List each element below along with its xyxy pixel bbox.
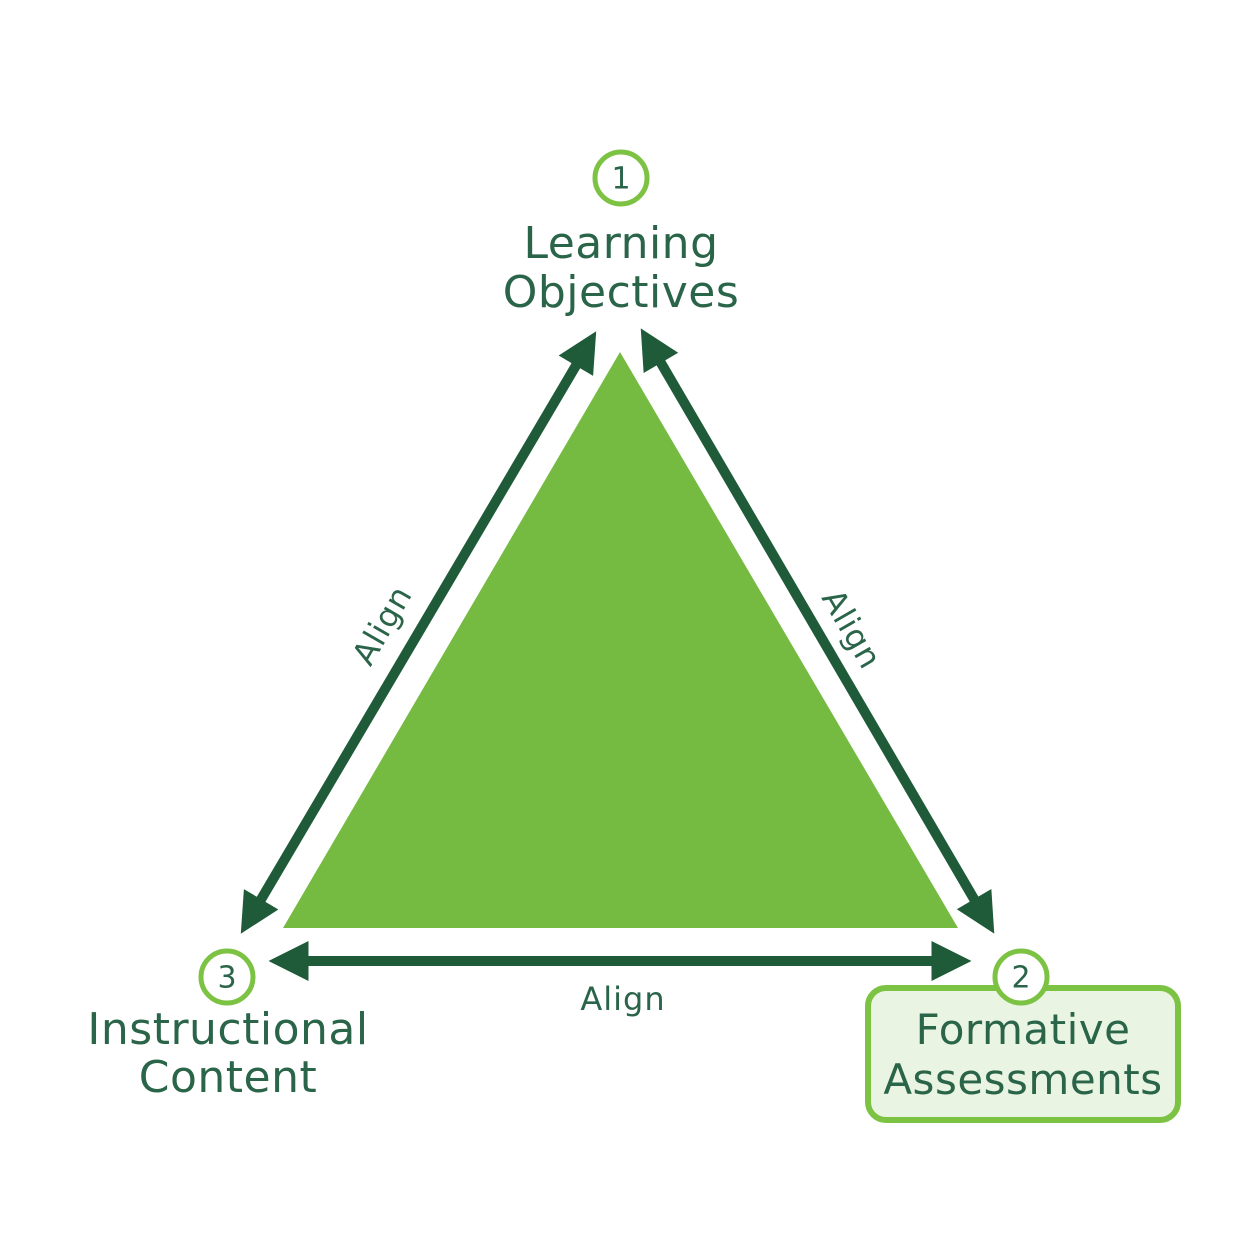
node-1-number-circle [592, 149, 650, 207]
node-3-label-line2: Content [139, 1052, 318, 1103]
node-3-number-circle [198, 948, 256, 1006]
node-2-number: 2 [1011, 961, 1030, 996]
node-2-label-line1: Formative [916, 1005, 1131, 1054]
node-3-number: 3 [217, 961, 236, 996]
node-2-label-line2: Assessments [883, 1055, 1162, 1104]
align-arrow-left-edge [240, 331, 597, 934]
node-3-label-line1: Instructional [87, 1004, 368, 1055]
align-label-bottom: Align [580, 980, 665, 1018]
node-1-label-line2: Objectives [503, 267, 740, 318]
node-1-label-line1: Learning [523, 218, 718, 269]
node-2-number-circle [992, 948, 1050, 1006]
align-arrow-right-edge [640, 328, 995, 934]
node-1-number: 1 [611, 162, 630, 197]
align-label-right: Align [814, 583, 890, 676]
